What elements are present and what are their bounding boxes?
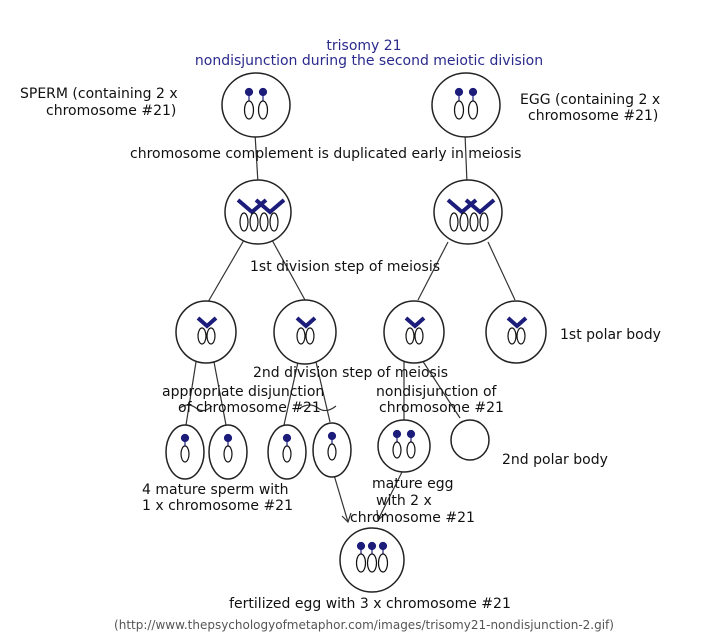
mature-sperm-line-2: 1 x chromosome #21 (142, 498, 293, 514)
connector-line (271, 239, 306, 301)
chromosome-single (392, 429, 402, 459)
chromosome-single (243, 87, 255, 120)
chromosome-single (180, 433, 190, 463)
connector-line (315, 361, 331, 423)
chromosome-duplicated (506, 316, 528, 345)
first-division-label: 1st division step of meiosis (250, 259, 441, 275)
brace-right (299, 404, 337, 412)
sperm-duplicated-cell (224, 179, 292, 245)
arrow-to-fertilized (333, 474, 349, 523)
chromosome-single (377, 541, 389, 573)
chromosome-single (406, 429, 416, 459)
sperm-label-line-2: chromosome #21) (46, 103, 177, 119)
egg-label-line-1: EGG (containing 2 x (520, 92, 661, 108)
sperm-label-line-1: SPERM (containing 2 x (20, 86, 178, 102)
chromosomes (180, 87, 528, 573)
mature-egg-line-1: mature egg (372, 476, 454, 492)
chromosome-single (257, 87, 269, 120)
connector-line (213, 361, 227, 426)
duplication-label: chromosome complement is duplicated earl… (130, 146, 522, 162)
connector-line (283, 361, 299, 426)
egg-precursor-cell (431, 72, 501, 138)
chromosome-single (453, 87, 465, 120)
appropriate-disjunction-line-1: appropriate disjunction (162, 384, 325, 400)
nondisjunction-line-1: nondisjunction of (376, 384, 497, 400)
nondisjunction-line-2: chromosome #21 (379, 400, 504, 416)
first-polar-body-label: 1st polar body (560, 327, 661, 343)
chromosome-duplicated (196, 316, 218, 345)
mature-egg-line-3: chromosome #21 (350, 510, 475, 526)
egg-duplicated-cell (433, 179, 503, 245)
second-division-label: 2nd division step of meiosis (253, 365, 449, 381)
chromosome-duplicated (295, 316, 317, 345)
arrow-to-fertilized (377, 469, 404, 521)
sperm-precursor-cell (221, 72, 291, 138)
title-line-1: trisomy 21 (326, 38, 402, 54)
connector-lines (179, 133, 516, 524)
chromosome-single (355, 541, 367, 573)
connector-line (417, 241, 449, 301)
chromosome-single (366, 541, 378, 573)
connector-line (487, 241, 516, 301)
mature-egg-line-2: with 2 x (376, 493, 432, 509)
egg-label-line-2: chromosome #21) (528, 108, 659, 124)
second-polar-body-cell (450, 419, 490, 461)
chromosome-single (467, 87, 479, 120)
chromosome-duplicated (236, 198, 286, 232)
brace-left (179, 404, 213, 412)
connector-line (207, 239, 245, 303)
connector-line (185, 361, 197, 426)
arrow-head (376, 509, 387, 522)
chromosome-duplicated (446, 198, 496, 232)
mature-sperm-line-1: 4 mature sperm with (142, 482, 289, 498)
fertilized-egg-label: fertilized egg with 3 x chromosome #21 (229, 596, 511, 612)
chromosome-duplicated (404, 316, 426, 345)
mature-egg-cell (377, 419, 431, 473)
chromosome-single (223, 433, 233, 463)
connector-line (421, 359, 461, 419)
appropriate-disjunction-line-2: of chromosome #21 (178, 400, 321, 416)
arrow-head (341, 512, 352, 524)
source-url: (http://www.thepsychologyofmetaphor.com/… (114, 618, 614, 632)
connector-line (254, 133, 259, 184)
title-line-2: nondisjunction during the second meiotic… (194, 53, 544, 69)
second-polar-body-label: 2nd polar body (502, 452, 608, 468)
chromosome-single (282, 433, 292, 463)
chromosome-single (327, 431, 337, 461)
connector-line (464, 133, 468, 184)
